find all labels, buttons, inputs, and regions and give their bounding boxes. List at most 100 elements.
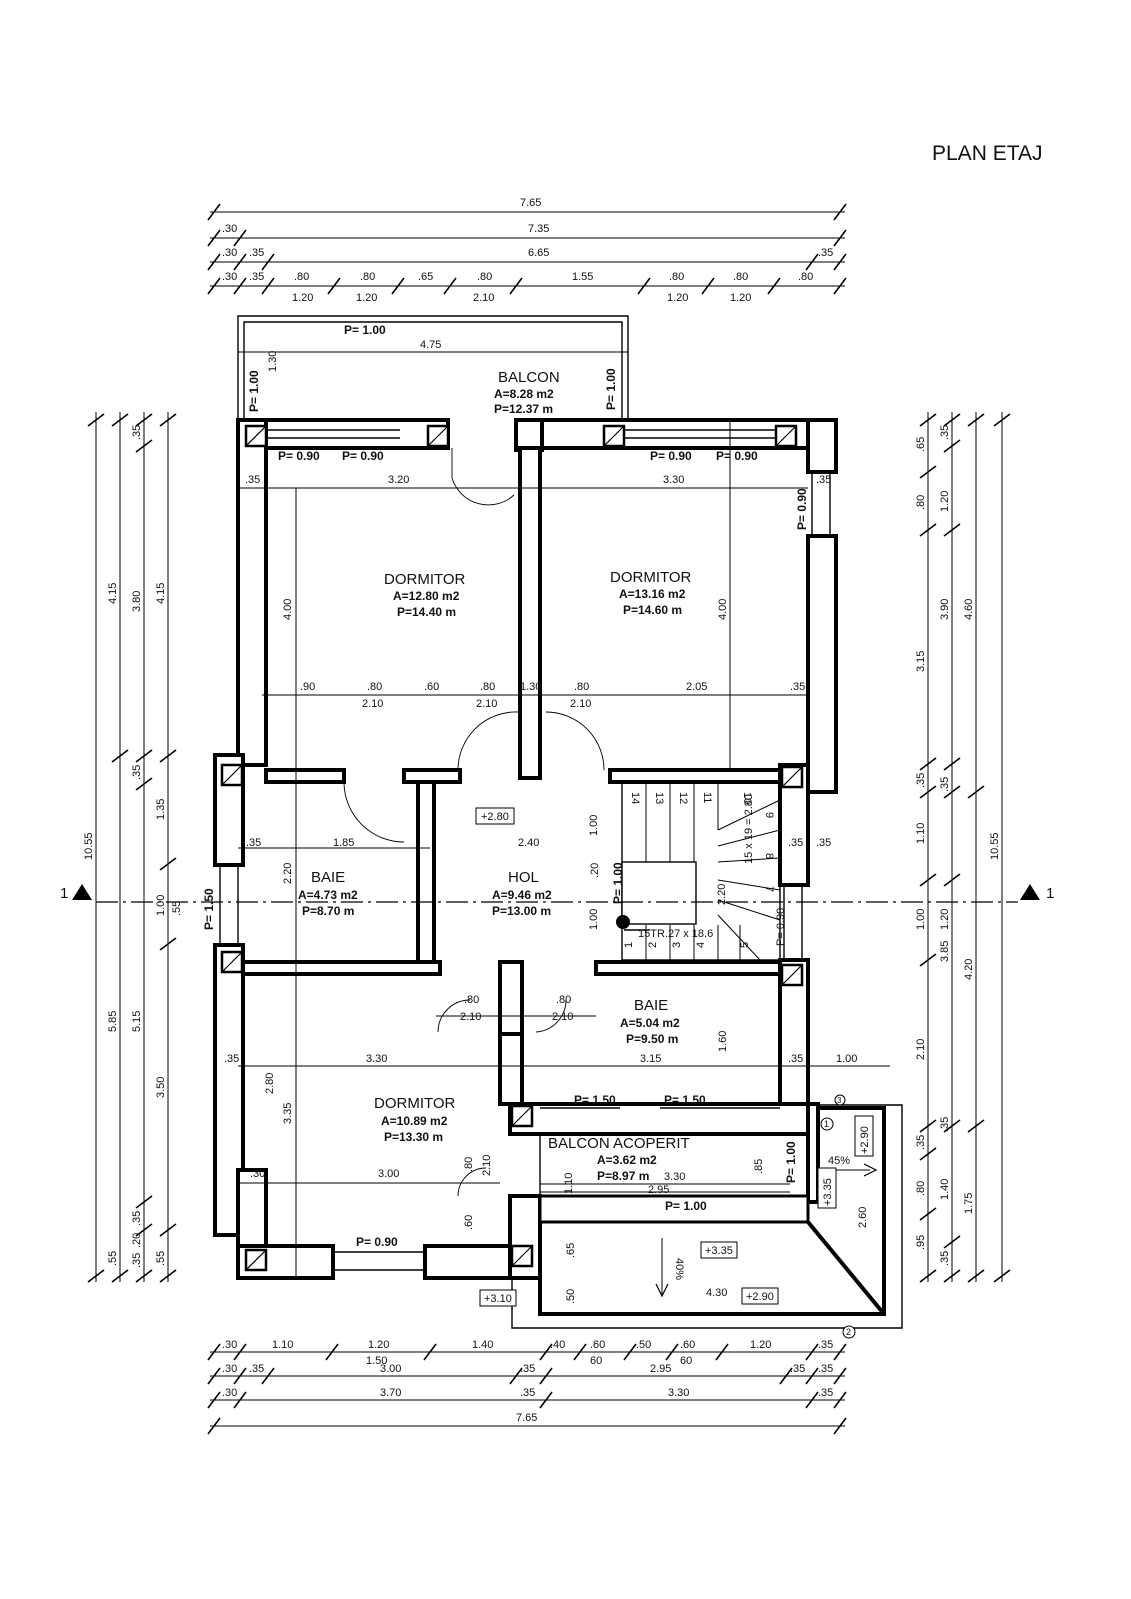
- room-area-balcon-acoperit: A=3.62 m2: [597, 1153, 657, 1167]
- dim-right: 1.20: [939, 909, 951, 930]
- stair-step: 8: [763, 853, 775, 859]
- dim-hol: .35: [246, 837, 261, 849]
- dim-right: .35: [939, 1117, 951, 1132]
- dim-top-total: 7.65: [520, 197, 541, 209]
- dim-inner: 2.10: [476, 698, 497, 710]
- dim-bottom: 1.10: [272, 1339, 293, 1351]
- window-label: P= 0.90: [795, 488, 809, 530]
- window-label: P= 1.50: [664, 1093, 706, 1107]
- inner-dimensions: .35 3.20 3.30 .35 .90 .80 .60 .80 1.30 .…: [224, 420, 890, 1278]
- dim-bottom: 3.00: [380, 1363, 401, 1375]
- dim-top: 2.10: [473, 292, 494, 304]
- dim-bot: 2.10: [481, 1155, 493, 1176]
- room-name-hol: HOL: [508, 869, 539, 886]
- dim-right: .35: [915, 773, 927, 788]
- dim-bottom: 3.70: [380, 1387, 401, 1399]
- stair-step: 7: [763, 886, 775, 892]
- room-perim-baie-2: P=9.50 m: [626, 1032, 678, 1046]
- dim-bottom: .30: [222, 1339, 237, 1351]
- dim-right: .35: [939, 425, 951, 440]
- level-mark: +2.90: [746, 1291, 774, 1303]
- dim-bot: .30: [250, 1168, 265, 1180]
- dim-bottom: 1.40: [472, 1339, 493, 1351]
- dim-bottom: .40: [550, 1339, 565, 1351]
- dim-hol: 2.40: [518, 837, 539, 849]
- dim-bottom: 2.95: [650, 1363, 671, 1375]
- right-dimensions: .65 .80 3.15 .35 1.10 1.00 2.10 .35 .80 …: [915, 412, 1011, 1283]
- room-perim-dormitor-3: P=13.30 m: [384, 1130, 443, 1144]
- stair-step: 1: [623, 942, 635, 948]
- dim-left: 5.15: [131, 1011, 143, 1032]
- dim-left: .35: [131, 425, 143, 440]
- marker: 1: [824, 1119, 829, 1129]
- dim-inner: .60: [424, 681, 439, 693]
- room-perim-hol: P=13.00 m: [492, 904, 551, 918]
- dim-inner: 2.10: [362, 698, 383, 710]
- dim-inner: 4.00: [717, 599, 729, 620]
- stair-step: 3: [671, 942, 683, 948]
- dim-inner: .80: [574, 681, 589, 693]
- dim-low: 1.60: [717, 1031, 729, 1052]
- dim-inner: .80: [367, 681, 382, 693]
- covered-balcony-railing: P= 1.00: [665, 1199, 707, 1213]
- dim-top: 1.20: [292, 292, 313, 304]
- top-dimensions: 7.65 .30 7.35 .30 .35 6.65 .35 .30 .35 .…: [207, 197, 847, 304]
- dim-roof: 4.30: [706, 1287, 727, 1299]
- dim-top: 1.20: [667, 292, 688, 304]
- dim-hol: 2.20: [282, 863, 294, 884]
- room-name-dormitor-1: DORMITOR: [384, 571, 466, 588]
- level-mark-hol: +2.80: [481, 811, 509, 823]
- covered-balcony-side: P= 1.00: [784, 1141, 798, 1183]
- dim-top: .30: [222, 247, 237, 259]
- balcony-top: P= 1.00 4.75 P= 1.00 1.30 P= 1.00 BALCON…: [237, 315, 629, 418]
- dim-balcony-depth: 1.30: [267, 351, 279, 372]
- window-label: P= 1.50: [574, 1093, 616, 1107]
- dim-bottom: 1.20: [368, 1339, 389, 1351]
- dim-right: .65: [915, 437, 927, 452]
- dim-hol: 1.00: [588, 909, 600, 930]
- dim-low: .80: [464, 994, 479, 1006]
- structural-columns: [220, 424, 804, 1272]
- dim-right: .95: [915, 1235, 927, 1250]
- dim-left: 3.80: [131, 591, 143, 612]
- dim-hol: .35: [788, 837, 803, 849]
- room-name-dormitor-2: DORMITOR: [610, 569, 692, 586]
- dim-right: .80: [915, 495, 927, 510]
- dim-right: 3.85: [939, 941, 951, 962]
- dim-low: 2.10: [460, 1011, 481, 1023]
- dim-right: 1.20: [939, 491, 951, 512]
- dim-top: .30: [222, 271, 237, 283]
- dim-roof: .50: [565, 1289, 577, 1304]
- dim-top: .80: [669, 271, 684, 283]
- room-perim-baie-1: P=8.70 m: [302, 904, 354, 918]
- room-area-balcon: A=8.28 m2: [494, 387, 554, 401]
- room-perim-balcon: P=12.37 m: [494, 402, 553, 416]
- dim-right: .35: [939, 1251, 951, 1266]
- section-axis: 1 1: [60, 884, 1054, 903]
- dim-right: 4.60: [963, 599, 975, 620]
- dim-bottom-total: 7.65: [516, 1412, 537, 1424]
- dim-left: 3.50: [155, 1077, 167, 1098]
- dim-bottom: .35: [520, 1387, 535, 1399]
- dim-bottom: .35: [818, 1339, 833, 1351]
- room-labels: DORMITOR A=12.80 m2 P=14.40 m DORMITOR A…: [298, 569, 692, 1144]
- dim-bottom: .50: [636, 1339, 651, 1351]
- dim-right: 1.40: [939, 1179, 951, 1200]
- slope-label: 40%: [673, 1258, 685, 1280]
- dim-left: .35: [131, 1253, 143, 1268]
- dim-bottom: .35: [790, 1363, 805, 1375]
- stair-step: 11: [701, 792, 713, 803]
- slope-label: 45%: [828, 1155, 850, 1167]
- dim-bottom: 60: [590, 1355, 602, 1367]
- dim-top: 6.65: [528, 247, 549, 259]
- dim-low: .35: [788, 1053, 803, 1065]
- level-mark: +3.35: [705, 1245, 733, 1257]
- dim-bottom: .60: [590, 1339, 605, 1351]
- dim-left: .55: [171, 901, 183, 916]
- room-perim-dormitor-2: P=14.60 m: [623, 603, 682, 617]
- dim-inner: 3.30: [663, 474, 684, 486]
- dim-bottom: .30: [222, 1387, 237, 1399]
- dim-top: .30: [222, 223, 237, 235]
- dim-inner: .80: [480, 681, 495, 693]
- room-area-dormitor-2: A=13.16 m2: [619, 587, 686, 601]
